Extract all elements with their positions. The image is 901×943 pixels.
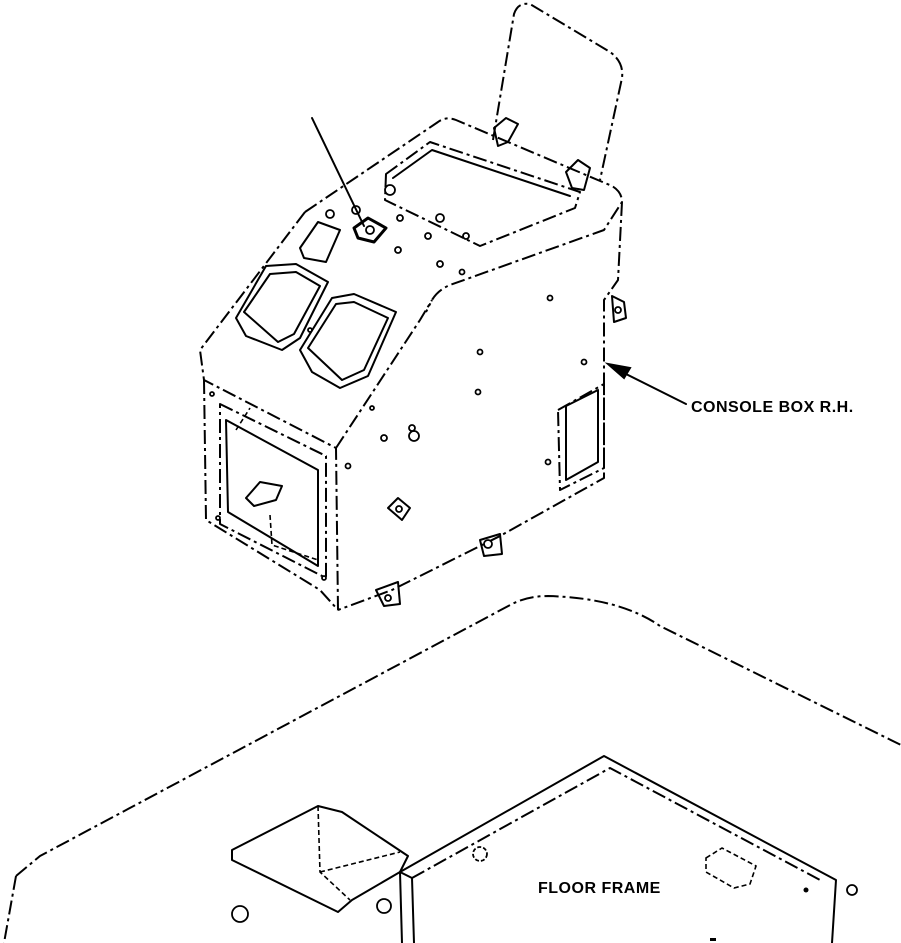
- console-box: [199, 2, 627, 611]
- console-top: [304, 117, 623, 313]
- console-side: [337, 201, 623, 611]
- key-switch-leader: [311, 117, 365, 227]
- key-switch: [352, 216, 388, 244]
- lid-hinge-left: [493, 117, 519, 147]
- floor-deck: [399, 755, 837, 943]
- console-box-label: CONSOLE BOX R.H.: [691, 399, 854, 416]
- switch-panel-right: [299, 293, 397, 389]
- storage-tray: [384, 141, 581, 247]
- switch-panel-left: [235, 263, 329, 351]
- side-cutout: [557, 383, 605, 491]
- console-arrow: [604, 362, 687, 405]
- floor-frame-label: FLOOR FRAME: [538, 880, 661, 897]
- floor-frame: [3, 595, 901, 943]
- floor-recess: [231, 805, 409, 913]
- floor-frame-outline: [15, 595, 901, 877]
- side-bracket: [387, 497, 411, 521]
- console-front-opening: [219, 403, 327, 579]
- lid-hinge-right: [565, 159, 591, 191]
- switch-panel-upper: [299, 221, 341, 263]
- console-lid: [492, 2, 624, 181]
